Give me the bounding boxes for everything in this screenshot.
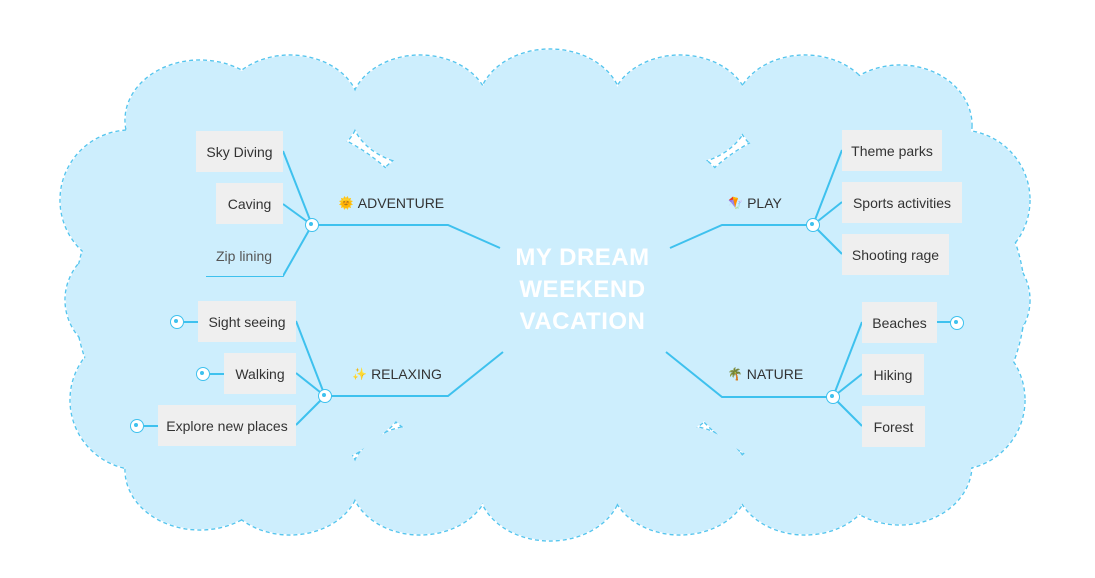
branch-adventure[interactable]: 🌞 ADVENTURE <box>333 190 450 216</box>
sparkles-icon: ✨ <box>352 367 368 381</box>
expand-toggle-sight-seeing[interactable] <box>170 315 184 329</box>
cloud-lobe-fill <box>478 429 622 541</box>
central-topic-line-3: VACATION <box>519 308 646 335</box>
connector-beaches <box>832 321 863 398</box>
central-topic-line-2: WEEKEND <box>519 276 646 303</box>
cloud-lobe-fill <box>220 425 360 535</box>
topic-label: Zip lining <box>215 247 273 264</box>
connector-center-play <box>669 224 813 249</box>
branch-nature-label: NATURE <box>746 366 804 382</box>
topic-hiking[interactable]: Hiking <box>862 354 924 395</box>
topic-sky-diving[interactable]: Sky Diving <box>196 131 283 172</box>
cloud-lobe-fill <box>350 55 490 165</box>
topic-label: Forest <box>873 418 914 435</box>
cloud-lobe-fill <box>330 105 770 475</box>
topic-label: Sports activities <box>852 194 952 211</box>
cloud-lobe-fill <box>610 55 750 165</box>
cloud-lobe-fill <box>65 240 195 360</box>
topic-label: Sky Diving <box>206 143 273 160</box>
topic-beaches[interactable]: Beaches <box>862 302 937 343</box>
central-topic[interactable]: MY DREAM WEEKEND VACATION <box>500 240 665 340</box>
central-topic-line-1: MY DREAM <box>515 244 650 271</box>
kite-icon: 🪁 <box>728 196 744 210</box>
branch-play[interactable]: 🪁 PLAY <box>722 190 788 216</box>
collapse-toggle-play[interactable] <box>806 218 820 232</box>
topic-walking[interactable]: Walking <box>224 353 296 394</box>
topic-label: Walking <box>235 365 285 382</box>
connector-zip-lining <box>206 224 313 277</box>
branch-adventure-label: ADVENTURE <box>357 195 445 211</box>
topic-sports-activities[interactable]: Sports activities <box>842 182 962 223</box>
topic-label: Caving <box>227 195 272 212</box>
expand-toggle-walking[interactable] <box>196 367 210 381</box>
branch-relaxing[interactable]: ✨ RELAXING <box>347 361 447 387</box>
collapse-toggle-nature[interactable] <box>826 390 840 404</box>
topic-label: Explore new places <box>166 417 288 434</box>
palm-tree-icon: 🌴 <box>727 367 743 381</box>
sun-icon: 🌞 <box>338 196 354 210</box>
collapse-toggle-relaxing[interactable] <box>318 389 332 403</box>
connector-center-relaxing <box>325 351 504 397</box>
connector-sight-seeing <box>295 320 326 397</box>
connector-center-adventure <box>312 224 501 249</box>
cloud-lobe-fill <box>610 425 750 535</box>
branch-relaxing-label: RELAXING <box>371 366 442 382</box>
topic-label: Hiking <box>873 366 913 383</box>
topic-zip-lining[interactable]: Zip lining <box>205 235 283 276</box>
topic-label: Sight seeing <box>208 313 286 330</box>
cloud-lobe-fill <box>60 130 200 270</box>
topic-label: Beaches <box>872 314 927 331</box>
topic-theme-parks[interactable]: Theme parks <box>842 130 942 171</box>
topic-caving[interactable]: Caving <box>216 183 283 224</box>
branch-play-label: PLAY <box>747 195 782 211</box>
collapse-toggle-adventure[interactable] <box>305 218 319 232</box>
expand-toggle-explore-new-places[interactable] <box>130 419 144 433</box>
topic-label: Theme parks <box>851 142 933 159</box>
topic-sight-seeing[interactable]: Sight seeing <box>198 301 296 342</box>
connector-theme-parks <box>812 149 843 226</box>
branch-nature[interactable]: 🌴 NATURE <box>722 361 809 387</box>
topic-forest[interactable]: Forest <box>862 406 925 447</box>
topic-shooting-rage[interactable]: Shooting rage <box>842 234 949 275</box>
topic-label: Shooting rage <box>851 246 940 263</box>
cloud-lobe-outline <box>827 64 973 186</box>
connector-center-nature <box>665 351 833 398</box>
cloud-lobe-fill <box>478 49 622 161</box>
expand-toggle-beaches[interactable] <box>950 316 964 330</box>
connector-sky-diving <box>282 150 313 226</box>
topic-explore-new-places[interactable]: Explore new places <box>158 405 296 446</box>
cloud-lobe-fill <box>350 425 490 535</box>
